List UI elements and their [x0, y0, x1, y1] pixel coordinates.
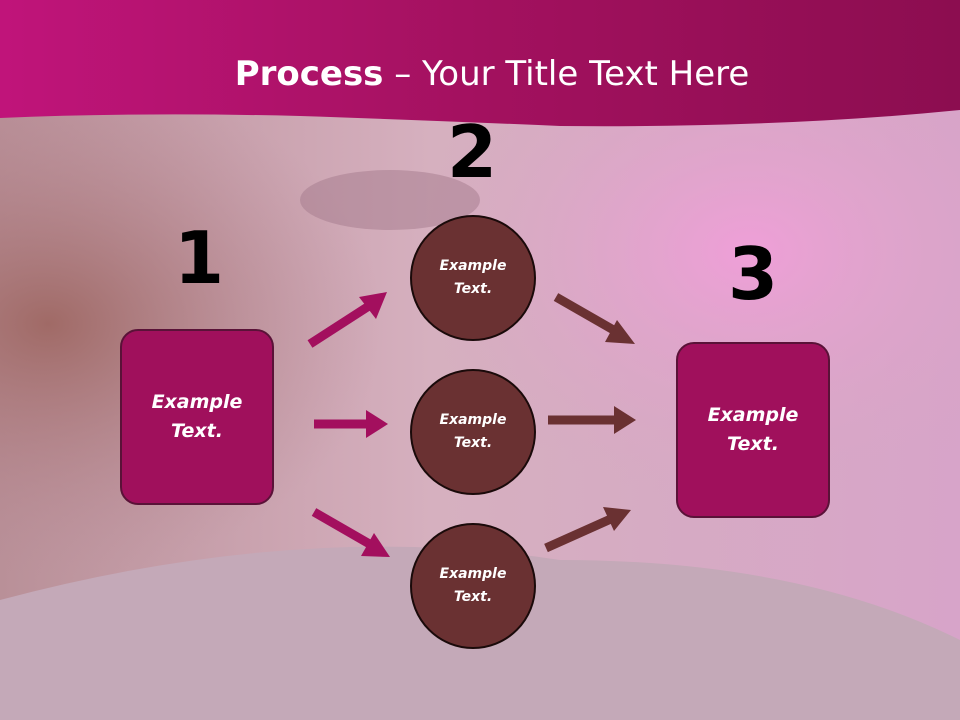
step-number-3: 3: [727, 232, 779, 316]
circle-bottom-label: Example Text.: [439, 566, 507, 605]
right-box: Example Text.: [676, 342, 830, 518]
right-box-label: Example Text.: [707, 404, 799, 455]
circle-middle-label: Example Text.: [439, 412, 507, 451]
slide-title: Process – Your Title Text Here: [0, 52, 960, 96]
step-number-2: 2: [446, 110, 498, 194]
circle-top-label: Example Text.: [439, 258, 507, 297]
circle-bottom: Example Text.: [410, 523, 536, 649]
circle-middle: Example Text.: [410, 369, 536, 495]
circle-top: Example Text.: [410, 215, 536, 341]
left-box-label: Example Text.: [151, 391, 243, 442]
step-number-1: 1: [173, 216, 225, 300]
left-box: Example Text.: [120, 329, 274, 505]
title-rest: – Your Title Text Here: [383, 54, 750, 94]
title-strong: Process: [234, 54, 384, 94]
header-band: [0, 0, 960, 127]
